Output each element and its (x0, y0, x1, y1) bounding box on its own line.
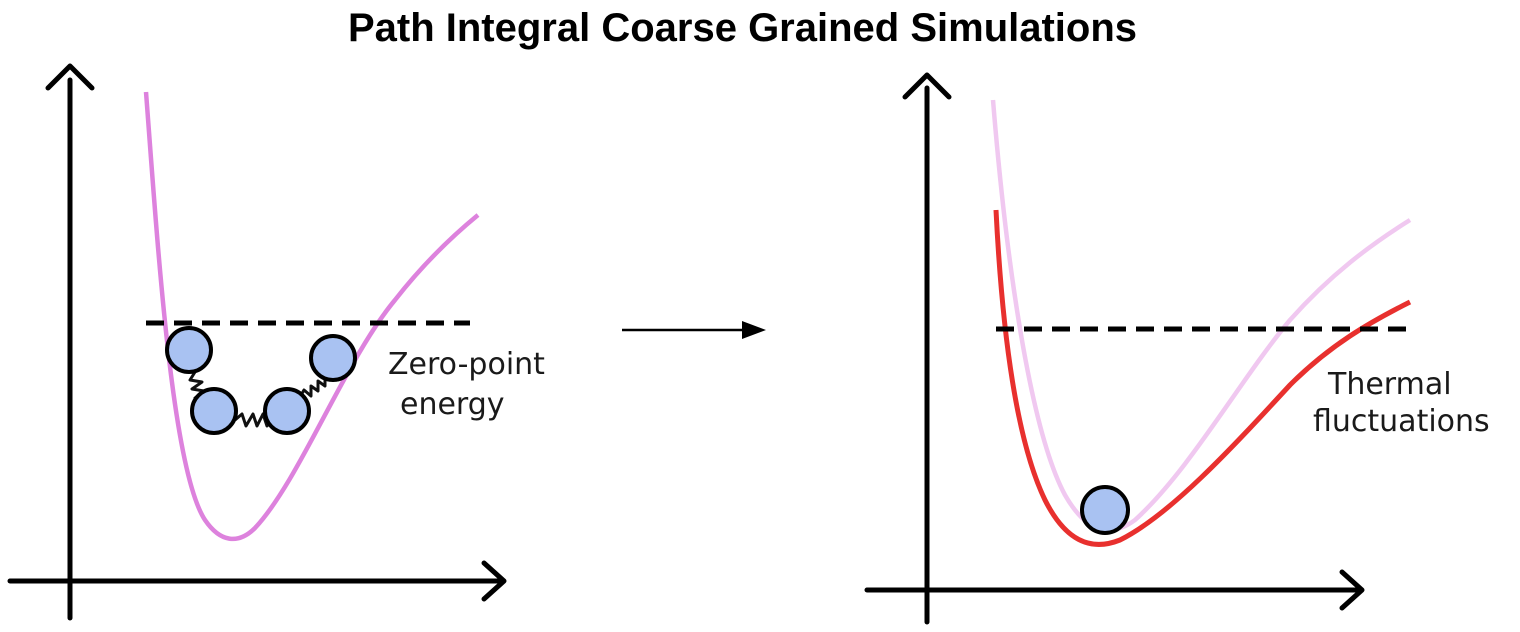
zero-point-label-line2: energy (400, 387, 505, 422)
bead-3 (263, 387, 311, 435)
right-quantum-potential-curve (990, 99, 1412, 533)
right-panel: Thermal fluctuations (864, 72, 1490, 625)
classical-particle (1080, 485, 1130, 535)
right-x-axis (864, 569, 1365, 611)
right-effective-potential-curve (993, 209, 1412, 547)
zero-point-label-line1: Zero-point (388, 347, 545, 382)
right-arrow-icon (622, 321, 766, 339)
left-y-axis (45, 63, 95, 621)
thermal-label-line1: Thermal (1327, 367, 1452, 402)
left-panel: Zero-point energy (7, 63, 545, 621)
figure-title: Path Integral Coarse Grained Simulations (347, 6, 1138, 50)
bead-2 (190, 387, 238, 435)
bead-1 (165, 326, 213, 374)
left-x-axis (7, 560, 507, 602)
bead-4 (309, 334, 357, 382)
left-potential-curve (143, 91, 480, 542)
right-y-axis (902, 72, 952, 625)
thermal-label-line2: fluctuations (1313, 404, 1490, 439)
